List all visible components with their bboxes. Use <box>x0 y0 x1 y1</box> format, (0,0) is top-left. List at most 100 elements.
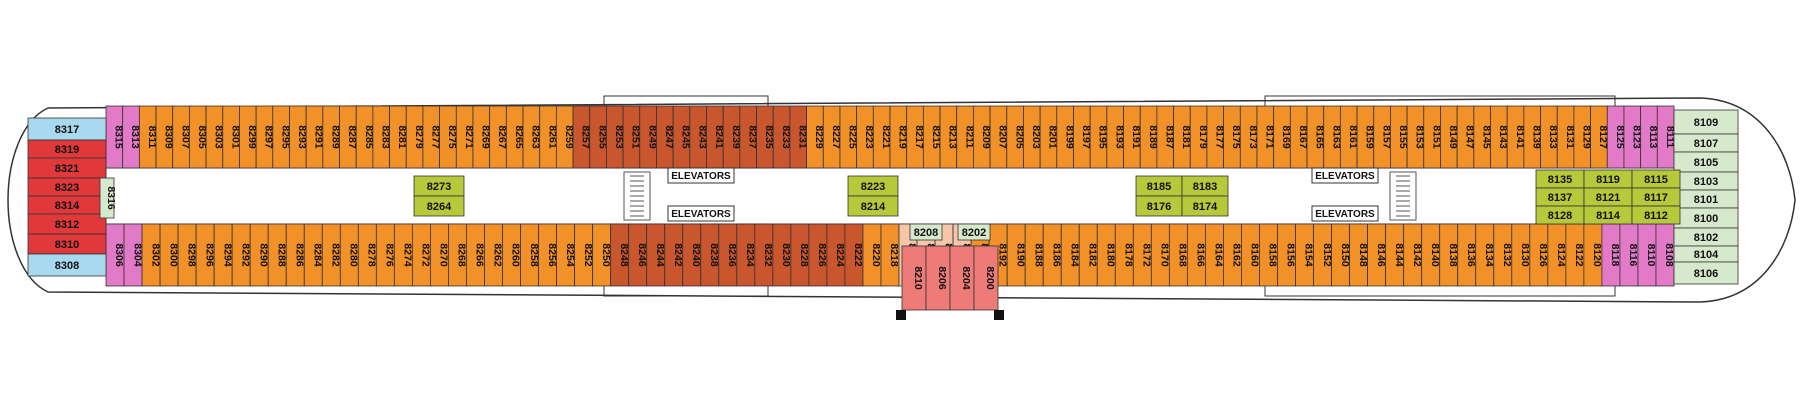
cabin-8241[interactable]: 8241 <box>706 105 726 169</box>
cabin-8114[interactable]: 8114 <box>1583 205 1633 225</box>
cabin-8315[interactable]: 8315 <box>105 105 125 169</box>
cabin-8152[interactable]: 8152 <box>1313 223 1333 287</box>
cabin-8248[interactable]: 8248 <box>610 223 630 287</box>
cabin-8157[interactable]: 8157 <box>1373 105 1393 169</box>
cabin-8275[interactable]: 8275 <box>439 105 459 169</box>
cabin-8123[interactable]: 8123 <box>1623 105 1643 169</box>
cabin-8208[interactable]: 8208 <box>909 223 943 241</box>
cabin-8149[interactable]: 8149 <box>1440 105 1459 169</box>
cabin-8299[interactable]: 8299 <box>239 105 258 169</box>
cabin-8246[interactable]: 8246 <box>628 223 648 287</box>
cabin-8103[interactable]: 8103 <box>1673 171 1739 191</box>
cabin-8126[interactable]: 8126 <box>1529 223 1549 287</box>
cabin-8223[interactable]: 8223 <box>856 105 876 169</box>
cabin-8156[interactable]: 8156 <box>1277 223 1297 287</box>
cabin-8224[interactable]: 8224 <box>826 223 846 287</box>
cabin-8119[interactable]: 8119 <box>1583 169 1633 189</box>
cabin-8238[interactable]: 8238 <box>700 223 720 287</box>
cabin-8228[interactable]: 8228 <box>790 223 810 287</box>
cabin-8264[interactable]: 8264 <box>413 195 465 217</box>
cabin-8288[interactable]: 8288 <box>267 223 287 287</box>
cabin-8276[interactable]: 8276 <box>375 223 396 287</box>
cabin-8199[interactable]: 8199 <box>1056 105 1076 169</box>
cabin-8190[interactable]: 8190 <box>1006 223 1026 287</box>
cabin-8252[interactable]: 8252 <box>574 223 594 287</box>
cabin-8286[interactable]: 8286 <box>285 223 305 287</box>
cabin-8104[interactable]: 8104 <box>1673 245 1739 263</box>
cabin-8144[interactable]: 8144 <box>1385 223 1405 287</box>
cabin-8111[interactable]: 8111 <box>1656 105 1676 169</box>
cabin-8314[interactable]: 8314 <box>27 195 107 215</box>
cabin-8118[interactable]: 8118 <box>1601 223 1621 287</box>
cabin-8120[interactable]: 8120 <box>1583 223 1603 287</box>
cabin-8182[interactable]: 8182 <box>1078 223 1098 287</box>
cabin-8272[interactable]: 8272 <box>411 223 432 287</box>
cabin-8209[interactable]: 8209 <box>973 105 992 169</box>
cabin-8307[interactable]: 8307 <box>172 105 192 169</box>
cabin-8263[interactable]: 8263 <box>522 105 542 169</box>
cabin-8304[interactable]: 8304 <box>123 223 143 287</box>
cabin-8306[interactable]: 8306 <box>105 223 125 287</box>
cabin-8121[interactable]: 8121 <box>1583 187 1633 207</box>
cabin-8195[interactable]: 8195 <box>1089 105 1109 169</box>
cabin-8265[interactable]: 8265 <box>505 105 525 169</box>
cabin-8180[interactable]: 8180 <box>1096 223 1116 287</box>
cabin-8143[interactable]: 8143 <box>1490 105 1510 169</box>
cabin-8215[interactable]: 8215 <box>922 105 942 169</box>
cabin-8191[interactable]: 8191 <box>1123 105 1143 169</box>
cabin-8236[interactable]: 8236 <box>718 223 738 287</box>
cabin-8257[interactable]: 8257 <box>572 105 592 169</box>
cabin-8249[interactable]: 8249 <box>639 105 659 169</box>
cabin-8206[interactable]: 8206 <box>925 245 951 311</box>
cabin-8139[interactable]: 8139 <box>1523 105 1543 169</box>
cabin-8112[interactable]: 8112 <box>1631 205 1681 225</box>
cabin-8106[interactable]: 8106 <box>1673 261 1739 285</box>
cabin-8175[interactable]: 8175 <box>1223 105 1243 169</box>
cabin-8150[interactable]: 8150 <box>1331 223 1351 287</box>
cabin-8270[interactable]: 8270 <box>430 223 450 287</box>
cabin-8108[interactable]: 8108 <box>1655 223 1675 287</box>
cabin-8140[interactable]: 8140 <box>1421 223 1441 287</box>
cabin-8260[interactable]: 8260 <box>502 223 522 287</box>
cabin-8141[interactable]: 8141 <box>1506 105 1526 169</box>
cabin-8186[interactable]: 8186 <box>1042 223 1062 287</box>
cabin-8273[interactable]: 8273 <box>413 175 465 197</box>
cabin-8183[interactable]: 8183 <box>1181 175 1229 197</box>
cabin-8222[interactable]: 8222 <box>844 223 864 287</box>
cabin-8165[interactable]: 8165 <box>1306 105 1326 169</box>
cabin-8279[interactable]: 8279 <box>405 105 425 169</box>
cabin-8213[interactable]: 8213 <box>939 105 959 169</box>
cabin-8237[interactable]: 8237 <box>739 105 759 169</box>
cabin-8284[interactable]: 8284 <box>303 223 323 287</box>
cabin-8142[interactable]: 8142 <box>1403 223 1423 287</box>
cabin-8250[interactable]: 8250 <box>592 223 612 287</box>
cabin-8255[interactable]: 8255 <box>589 105 609 169</box>
cabin-8268[interactable]: 8268 <box>448 223 468 287</box>
cabin-8319[interactable]: 8319 <box>27 139 107 159</box>
cabin-8301[interactable]: 8301 <box>222 105 242 169</box>
cabin-8128[interactable]: 8128 <box>1535 205 1585 225</box>
cabin-8291[interactable]: 8291 <box>305 105 325 169</box>
cabin-8283[interactable]: 8283 <box>372 105 392 169</box>
cabin-8302[interactable]: 8302 <box>141 223 161 287</box>
cabin-8218[interactable]: 8218 <box>880 223 900 287</box>
cabin-8278[interactable]: 8278 <box>357 223 378 287</box>
cabin-8202[interactable]: 8202 <box>957 223 991 241</box>
cabin-8266[interactable]: 8266 <box>466 223 486 287</box>
cabin-8207[interactable]: 8207 <box>989 105 1009 169</box>
cabin-8323[interactable]: 8323 <box>27 177 107 197</box>
cabin-8308[interactable]: 8308 <box>27 253 107 277</box>
cabin-8122[interactable]: 8122 <box>1565 223 1585 287</box>
cabin-8311[interactable]: 8311 <box>138 105 158 169</box>
cabin-8220[interactable]: 8220 <box>862 223 882 287</box>
cabin-8105[interactable]: 8105 <box>1673 151 1739 173</box>
cabin-8117[interactable]: 8117 <box>1631 187 1681 207</box>
cabin-8297[interactable]: 8297 <box>255 105 275 169</box>
cabin-8277[interactable]: 8277 <box>422 105 442 169</box>
cabin-8162[interactable]: 8162 <box>1223 223 1243 287</box>
cabin-8230[interactable]: 8230 <box>772 223 792 287</box>
cabin-8243[interactable]: 8243 <box>689 105 709 169</box>
cabin-8178[interactable]: 8178 <box>1114 223 1135 287</box>
cabin-8294[interactable]: 8294 <box>213 223 233 287</box>
cabin-8132[interactable]: 8132 <box>1493 223 1513 287</box>
